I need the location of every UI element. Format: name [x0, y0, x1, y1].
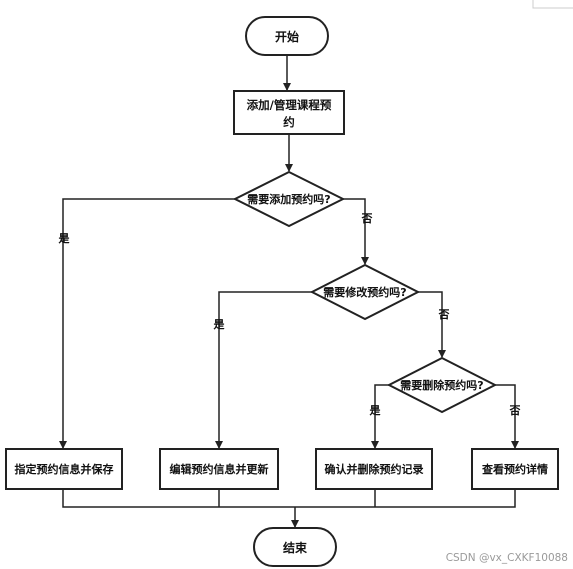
- no-label-modify: 否: [438, 308, 450, 321]
- yes-label-modify: 是: [213, 318, 226, 331]
- action-delete-node: [315, 448, 433, 490]
- action-modify-node: [159, 448, 279, 490]
- connector-add-yes: [59, 198, 235, 449]
- decision-delete-node: [386, 356, 498, 414]
- no-label-delete: 否: [509, 404, 521, 417]
- connector-delete-no: [495, 384, 519, 449]
- manage-label-line1: 添加/管理课程预: [247, 98, 332, 112]
- connector-modify-no: [418, 291, 446, 358]
- decision-delete-label: 需要删除预约吗?: [400, 378, 483, 392]
- action-delete-label: 确认并删除预约记录: [325, 462, 424, 476]
- corner-mark: [532, 0, 573, 9]
- connector-add-no: [343, 198, 369, 265]
- connector-merge-bus: [62, 489, 516, 508]
- decision-add-label: 需要添加预约吗?: [247, 192, 330, 206]
- connector-modify-yes: [215, 291, 312, 449]
- manage-process-node: [233, 90, 345, 135]
- end-node: [253, 527, 337, 567]
- yes-label-add: 是: [58, 232, 71, 245]
- action-add-label: 指定预约信息并保存: [15, 462, 114, 476]
- action-view-label: 查看预约详情: [482, 462, 548, 476]
- connector-delete-yes: [371, 384, 389, 449]
- decision-modify-label: 需要修改预约吗?: [323, 285, 406, 299]
- end-label: 结束: [283, 540, 308, 555]
- manage-label-line2: 约: [283, 115, 295, 129]
- action-add-node: [5, 448, 123, 490]
- no-label-add: 否: [361, 212, 373, 225]
- watermark-text: CSDN @vx_CXKF10088: [446, 552, 568, 564]
- decision-add-node: [232, 170, 346, 228]
- yes-label-delete: 是: [369, 404, 382, 417]
- decision-modify-node: [309, 263, 421, 321]
- start-label: 开始: [275, 29, 299, 44]
- action-modify-label: 编辑预约信息并更新: [170, 462, 269, 476]
